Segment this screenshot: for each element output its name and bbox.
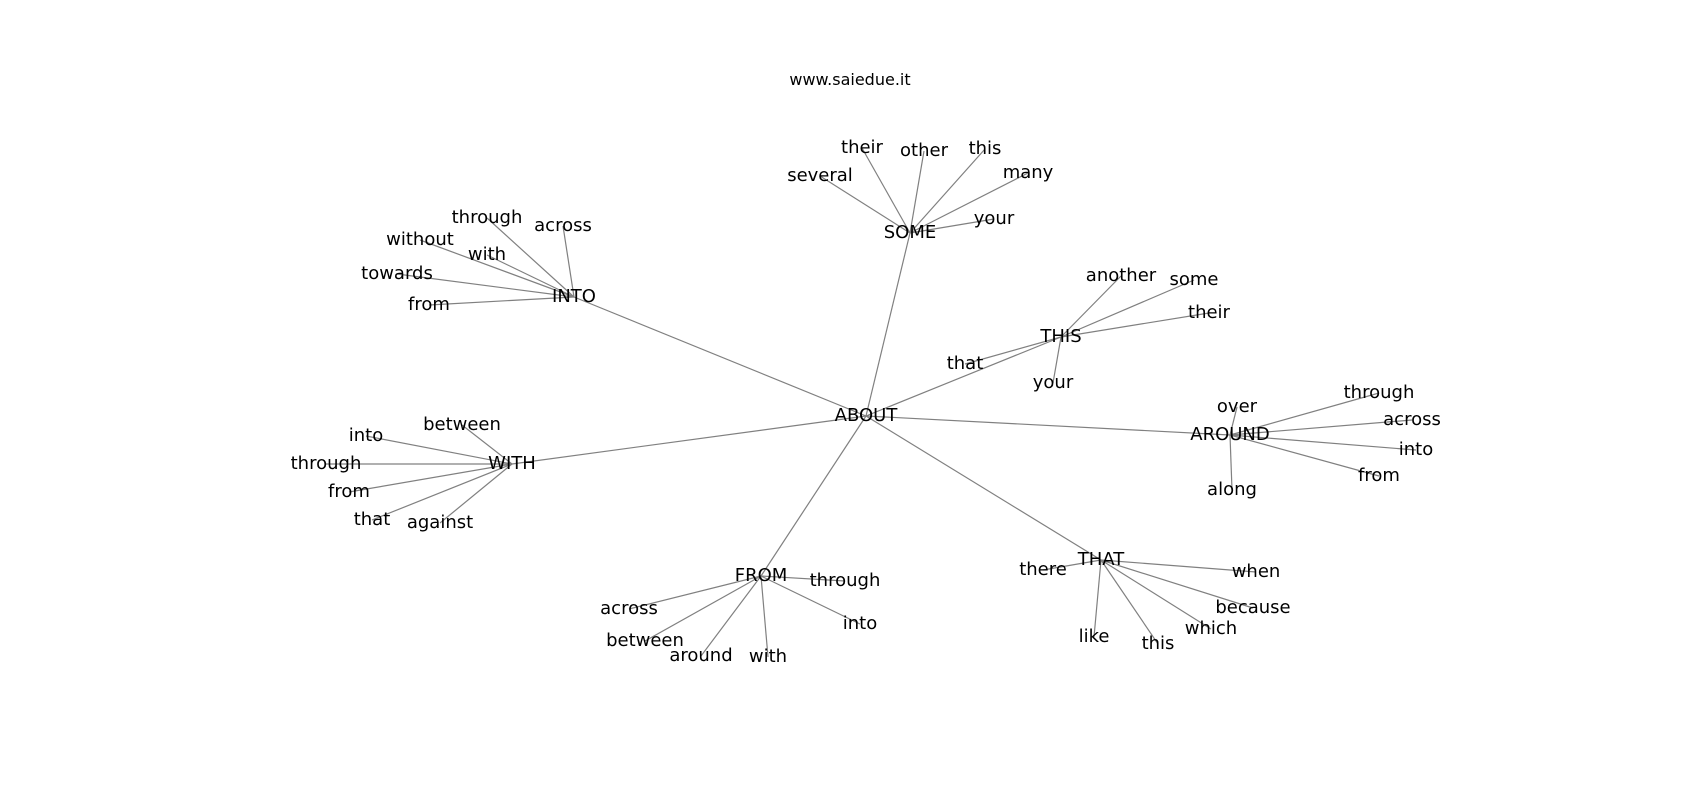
edge-from-into xyxy=(760,575,861,625)
leaf-node-some-other: other xyxy=(900,140,949,161)
leaf-node-this-their: their xyxy=(1188,302,1231,323)
edge-this-your xyxy=(1052,336,1062,384)
edge-into-towards xyxy=(396,273,575,298)
leaf-node-this-another: another xyxy=(1086,265,1157,286)
edge-that-when xyxy=(1100,559,1257,573)
leaf-node-around-across: across xyxy=(1383,409,1441,430)
leaf-node-from-with: with xyxy=(749,646,787,667)
leaf-node-around-from: from xyxy=(1358,465,1400,486)
leaf-node-with-into: into xyxy=(349,425,383,446)
leaf-node-some-their: their xyxy=(841,137,884,158)
edge-that-there xyxy=(1042,559,1102,571)
edge-some-several xyxy=(819,175,911,234)
leaf-node-that-because: because xyxy=(1215,597,1290,618)
edge-some-this xyxy=(909,148,986,234)
leaf-node-into-from: from xyxy=(408,294,450,315)
edge-with-that xyxy=(371,463,513,521)
edge-around-along xyxy=(1229,434,1233,491)
leaf-node-with-against: against xyxy=(407,512,473,533)
leaf-node-some-your: your xyxy=(974,208,1015,229)
edge-this-their xyxy=(1060,312,1210,338)
edge-with-against xyxy=(439,463,513,524)
leaf-node-into-through: through xyxy=(452,207,523,228)
edge-into-across xyxy=(562,225,575,298)
edge-some-other xyxy=(909,150,925,234)
leaf-node-this-your: your xyxy=(1033,372,1074,393)
edge-around-into xyxy=(1229,434,1417,451)
leaf-node-into-towards: towards xyxy=(361,263,433,284)
leaf-node-that-like: like xyxy=(1079,626,1110,647)
leaf-node-that-when: when xyxy=(1232,561,1281,582)
leaf-node-from-around: around xyxy=(669,645,732,666)
edge-from-through xyxy=(760,575,846,582)
leaf-node-from-through: through xyxy=(810,570,881,591)
edge-that-because xyxy=(1100,559,1254,609)
edge-around-through xyxy=(1229,392,1380,436)
leaf-node-into-without: without xyxy=(386,229,454,250)
leaf-node-from-across: across xyxy=(600,598,658,619)
edge-into-with xyxy=(486,254,575,298)
edge-that-this xyxy=(1100,559,1159,645)
edge-into-from xyxy=(428,296,575,306)
edge-some-your xyxy=(909,218,995,234)
leaf-node-some-many: many xyxy=(1003,162,1054,183)
edge-about-around xyxy=(865,415,1231,436)
edge-around-over xyxy=(1229,406,1238,436)
leaf-node-this-that: that xyxy=(947,353,984,374)
hub-node-with: WITH xyxy=(488,453,536,474)
edge-into-through xyxy=(486,217,575,298)
edge-about-this xyxy=(865,336,1062,417)
edge-that-which xyxy=(1100,559,1212,630)
leaf-node-some-several: several xyxy=(787,165,853,186)
hub-node-some: SOME xyxy=(884,222,937,243)
leaf-node-some-this: this xyxy=(969,138,1002,159)
edge-from-with xyxy=(760,575,769,658)
edge-with-into xyxy=(365,435,513,465)
edge-about-with xyxy=(511,415,867,465)
edge-about-into xyxy=(573,296,867,417)
leaf-node-that-there: there xyxy=(1019,559,1067,580)
edge-with-from xyxy=(348,463,513,493)
hub-node-this: THIS xyxy=(1039,326,1081,347)
edge-some-many xyxy=(909,172,1029,234)
edge-this-some xyxy=(1060,279,1195,338)
leaf-node-around-along: along xyxy=(1207,479,1257,500)
site-title: www.saiedue.it xyxy=(789,70,911,89)
edge-about-from xyxy=(760,415,867,577)
edge-some-their xyxy=(861,147,911,234)
leaf-node-this-some: some xyxy=(1170,269,1219,290)
edge-around-from xyxy=(1229,434,1380,477)
edge-into-without xyxy=(419,239,575,298)
leaf-node-around-into: into xyxy=(1399,439,1433,460)
leaf-node-that-this: this xyxy=(1142,633,1175,654)
leaf-node-with-between: between xyxy=(423,414,501,435)
hub-node-that: THAT xyxy=(1077,549,1125,570)
hub-node-from: FROM xyxy=(735,565,788,586)
edge-about-that xyxy=(865,415,1102,561)
leaf-node-into-across: across xyxy=(534,215,592,236)
edge-that-like xyxy=(1093,559,1102,638)
hub-node-around: AROUND xyxy=(1190,424,1270,445)
leaf-node-from-between: between xyxy=(606,630,684,651)
leaf-node-around-through: through xyxy=(1344,382,1415,403)
leaf-node-into-with: with xyxy=(468,244,506,265)
edge-with-between xyxy=(461,424,513,465)
edge-from-between xyxy=(644,575,762,642)
edge-this-that xyxy=(964,336,1062,365)
leaf-node-around-over: over xyxy=(1217,396,1258,417)
edge-around-across xyxy=(1229,419,1413,436)
edge-from-around xyxy=(700,575,762,657)
edge-this-another xyxy=(1060,275,1122,338)
leaf-node-with-through: through xyxy=(291,453,362,474)
leaf-node-with-that: that xyxy=(354,509,391,530)
leaf-node-that-which: which xyxy=(1185,618,1237,639)
edge-from-across xyxy=(628,575,762,610)
center-node-about: ABOUT xyxy=(835,405,899,426)
hub-node-into: INTO xyxy=(552,286,596,307)
leaf-node-with-from: from xyxy=(328,481,370,502)
edge-about-some xyxy=(865,232,911,417)
leaf-node-from-into: into xyxy=(843,613,877,634)
